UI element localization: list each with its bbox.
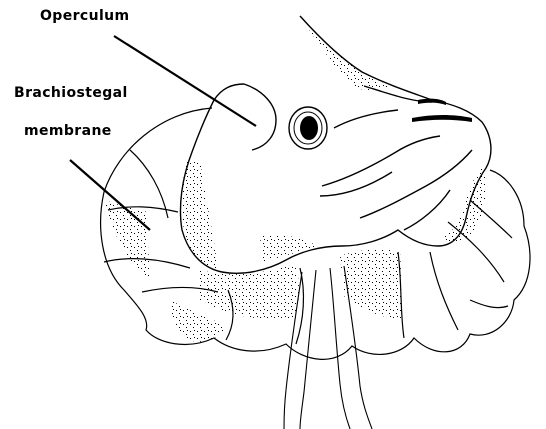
- brachiostegal-label-line2: membrane: [24, 123, 112, 139]
- operculum-leader-line: [114, 36, 256, 126]
- eye-icon: [289, 107, 327, 149]
- head-shading: [182, 16, 486, 270]
- operculum-label: Operculum: [40, 8, 130, 24]
- mouth: [412, 99, 472, 122]
- brachiostegal-label-line1: Brachiostegal: [14, 85, 128, 101]
